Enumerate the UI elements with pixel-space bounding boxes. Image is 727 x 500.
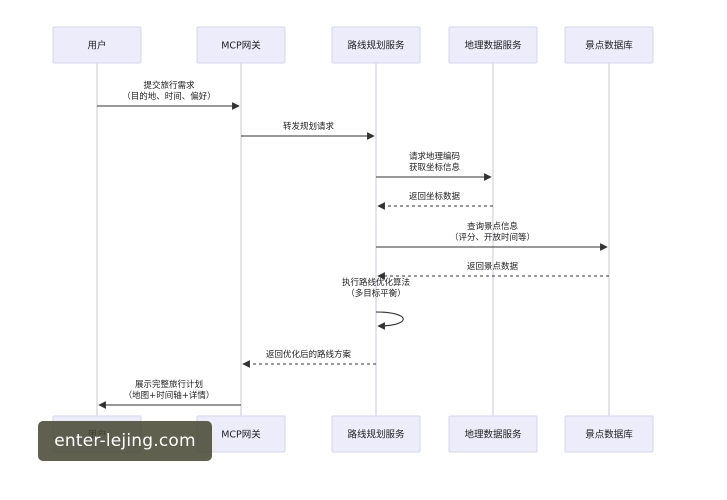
message-label: 返回坐标数据: [409, 191, 461, 202]
message-label: 展示完整旅行计划: [135, 379, 203, 390]
message-label: （地图+时间轴+详情）: [124, 390, 215, 401]
participant-box: [196, 26, 286, 64]
message-7: 执行路线优化算法（多目标平衡）: [342, 277, 410, 330]
participant-box: [331, 415, 421, 453]
lifelines: [96, 63, 610, 416]
participant-label: MCP网关: [221, 40, 261, 52]
messages: 提交旅行需求（目的地、时间、偏好）转发规划请求请求地理编码获取坐标信息返回坐标数…: [97, 80, 609, 409]
message-label: （评分、开放时间等）: [450, 232, 535, 243]
message-label: 转发规划请求: [283, 121, 335, 132]
message-label: （目的地、时间、偏好）: [122, 91, 216, 102]
participant-poi-bottom: 景点数据库: [564, 415, 654, 453]
participant-box: [331, 26, 421, 64]
participant-gateway-bottom: MCP网关: [196, 415, 286, 453]
participant-geo-bottom: 地理数据服务: [448, 415, 538, 453]
participant-label: 路线规划服务: [347, 40, 405, 52]
message-label: 获取坐标信息: [409, 162, 461, 173]
watermark-text: enter-lejing.com: [54, 431, 196, 451]
message-label: 查询景点信息: [467, 221, 519, 232]
participant-label: MCP网关: [221, 429, 261, 441]
message-label: 执行路线优化算法: [342, 277, 410, 288]
message-5: 查询景点信息（评分、开放时间等）: [376, 221, 608, 251]
message-label: 提交旅行需求: [143, 80, 195, 91]
message-label: 请求地理编码: [409, 151, 460, 162]
watermark-badge: enter-lejing.com: [38, 421, 212, 461]
message-label: 返回景点数据: [467, 261, 519, 272]
self-message-arrow: [375, 311, 404, 330]
message-1: 提交旅行需求（目的地、时间、偏好）: [97, 80, 240, 110]
participant-user-top: 用户: [52, 26, 142, 64]
message-8: 返回优化后的路线方案: [242, 349, 376, 368]
participant-box: [564, 415, 654, 453]
message-2: 转发规划请求: [241, 121, 375, 140]
participant-route-bottom: 路线规划服务: [331, 415, 421, 453]
participant-poi-top: 景点数据库: [564, 26, 654, 64]
message-6: 返回景点数据: [377, 261, 609, 280]
participant-label: 景点数据库: [585, 429, 633, 441]
participant-route-top: 路线规划服务: [331, 26, 421, 64]
participant-header-row: 用户 MCP网关 路线规划服务 地理数据服务 景点数据库: [52, 26, 654, 64]
message-4: 返回坐标数据: [377, 191, 493, 210]
participant-label: 地理数据服务: [464, 429, 522, 441]
participant-gateway-top: MCP网关: [196, 26, 286, 64]
message-label: （多目标平衡）: [346, 288, 406, 299]
participant-geo-top: 地理数据服务: [448, 26, 538, 64]
participant-label: 景点数据库: [585, 40, 633, 52]
message-label: 返回优化后的路线方案: [266, 349, 352, 360]
participant-box: [448, 415, 538, 453]
participant-box: [448, 26, 538, 64]
message-9: 展示完整旅行计划（地图+时间轴+详情）: [98, 379, 241, 409]
participant-label: 路线规划服务: [347, 429, 405, 441]
participant-box: [52, 26, 142, 64]
participant-box: [564, 26, 654, 64]
participant-label: 地理数据服务: [464, 40, 522, 52]
participant-label: 用户: [87, 40, 106, 52]
